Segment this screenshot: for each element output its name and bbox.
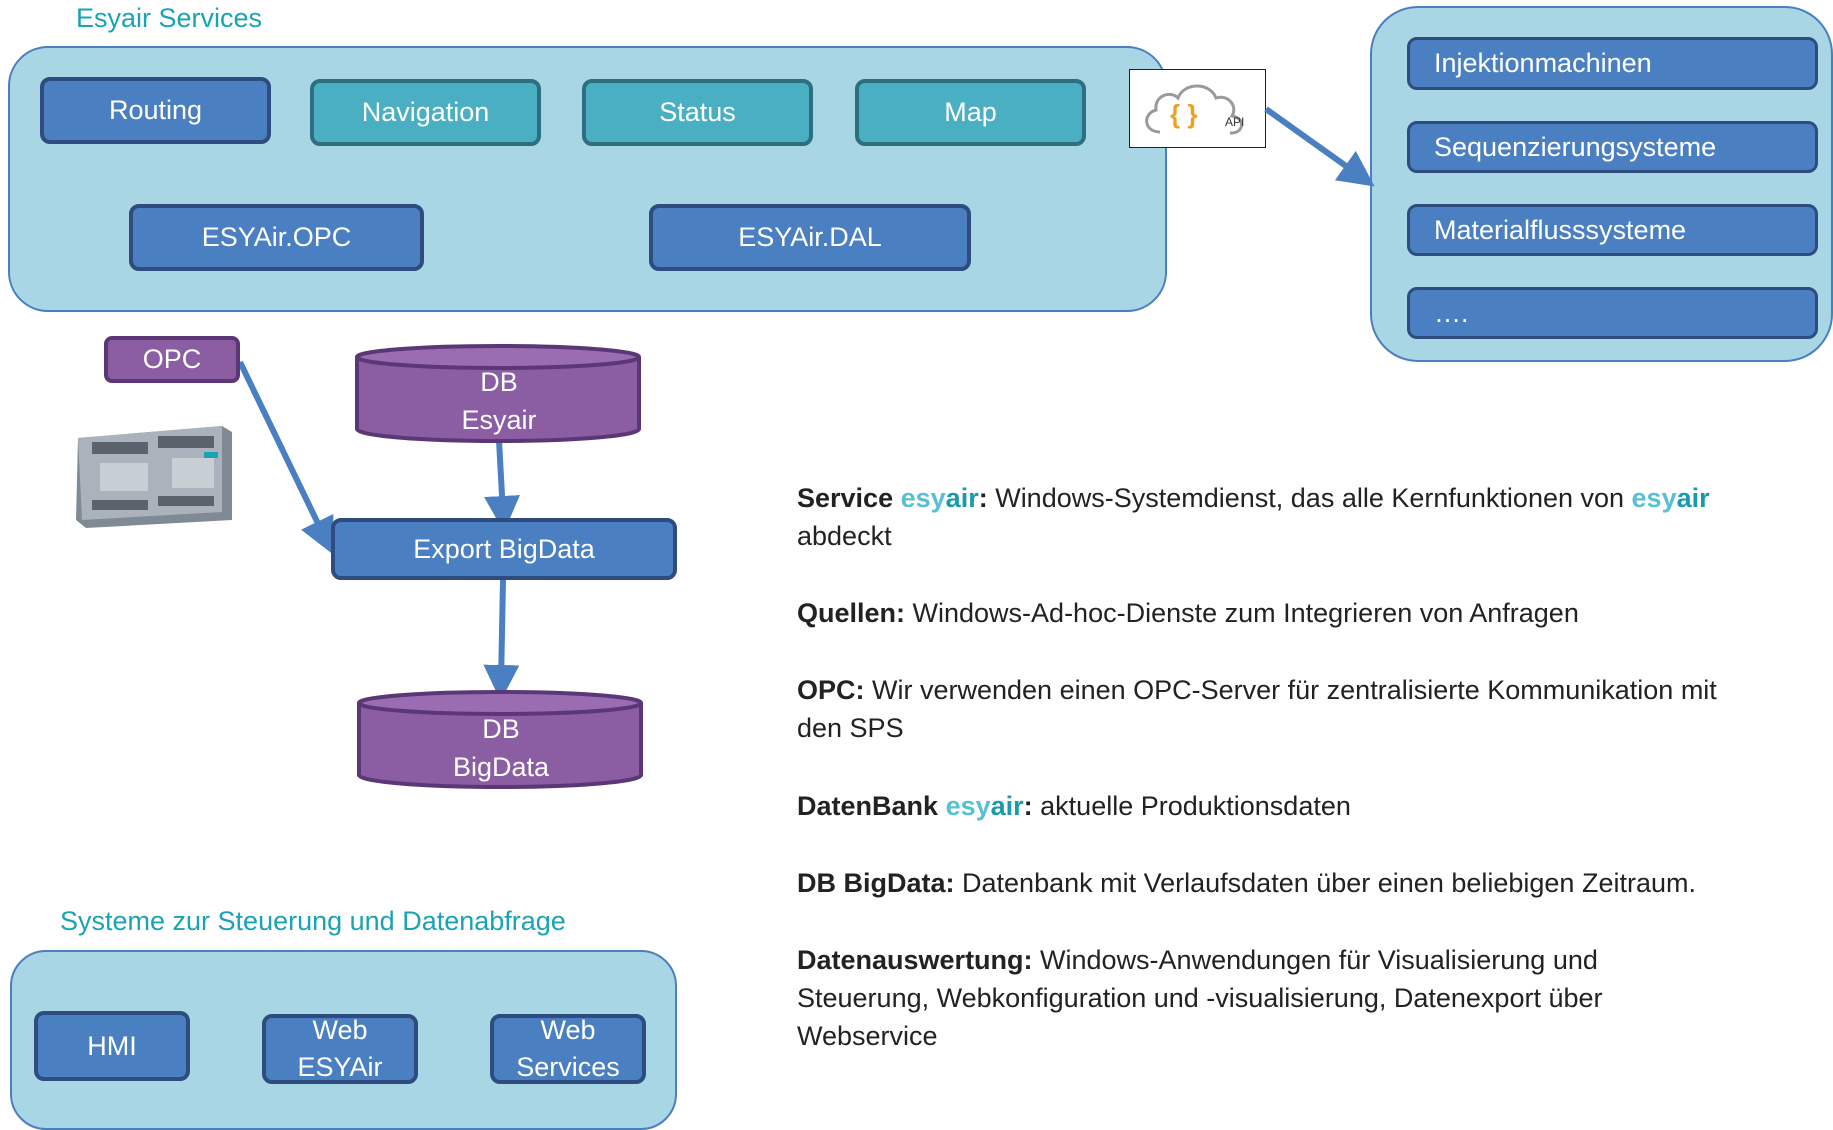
control-systems-title: Systeme zur Steuerung und Datenabfrage	[60, 906, 566, 936]
desc-bigdata-text: Datenbank mit Verlaufsdaten über einen b…	[954, 868, 1696, 898]
esyair-services-title: Esyair Services	[76, 3, 263, 33]
web-esyair-button[interactable]: Web ESYAir	[262, 1014, 418, 1084]
db-esyair-line1: DB	[480, 367, 518, 397]
api-to-external-arrow	[1264, 106, 1375, 187]
web-services-line2: Services	[516, 1052, 620, 1082]
web-esyair-line1: Web	[312, 1015, 368, 1045]
brand-air-3: air	[990, 791, 1024, 821]
map-button[interactable]: Map	[855, 79, 1086, 146]
desc-datenbank: DatenBank esyair: aktuelle Produktionsda…	[797, 787, 1797, 825]
sequenzierungsysteme-item[interactable]: Sequenzierungsysteme	[1407, 121, 1818, 173]
brand-esy: esy	[900, 483, 946, 513]
desc-bigdata: DB BigData: Datenbank mit Verlaufsdaten …	[797, 864, 1797, 902]
desc-service-tail: abdeckt	[797, 521, 892, 551]
routing-button[interactable]: Routing	[40, 77, 271, 144]
web-services-button[interactable]: Web Services	[490, 1014, 646, 1084]
desc-opc-text: Wir verwenden einen OPC-Server für zentr…	[797, 675, 1717, 743]
desc-opc-term: OPC:	[797, 675, 865, 705]
web-services-line1: Web	[540, 1015, 596, 1045]
db-esyair-label: DB Esyair	[354, 363, 644, 439]
db-bigdata-label: DB BigData	[356, 710, 646, 786]
materialflusssysteme-item[interactable]: Materialflusssysteme	[1407, 204, 1818, 256]
plc-device-icon	[76, 426, 232, 528]
navigation-button[interactable]: Navigation	[310, 79, 541, 146]
desc-auswertung-term: Datenauswertung:	[797, 945, 1033, 975]
api-cloud-icon: { } API	[1129, 69, 1266, 148]
desc-datenbank-text: aktuelle Produktionsdaten	[1032, 791, 1351, 821]
cloud-icon: { } API	[1145, 84, 1244, 135]
injektionmachinen-item[interactable]: Injektionmachinen	[1407, 37, 1818, 90]
desc-quellen-term: Quellen:	[797, 598, 906, 628]
desc-auswertung: Datenauswertung: Windows-Anwendungen für…	[797, 941, 1717, 1055]
desc-bigdata-term: DB BigData:	[797, 868, 955, 898]
desc-service-term: Service	[797, 483, 894, 513]
desc-quellen-text: Windows-Ad-hoc-Dienste zum Integrieren v…	[905, 598, 1579, 628]
hmi-button[interactable]: HMI	[34, 1011, 190, 1081]
status-button[interactable]: Status	[582, 79, 813, 146]
db-bigdata-line2: BigData	[452, 752, 550, 782]
desc-quellen: Quellen: Windows-Ad-hoc-Dienste zum Inte…	[797, 594, 1797, 632]
brand-esy-3: esy	[945, 791, 991, 821]
opc-tag: OPC	[104, 336, 240, 383]
desc-datenbank-colon: :	[1023, 791, 1033, 821]
esyair-dal-button[interactable]: ESYAir.DAL	[649, 204, 971, 271]
db-esyair-cylinder	[355, 344, 641, 443]
esyair-opc-button[interactable]: ESYAir.OPC	[129, 204, 424, 271]
brand-esy-2: esy	[1631, 483, 1677, 513]
svg-text:{ }: { }	[1170, 99, 1197, 129]
export-to-db-bigdata-arrow	[483, 579, 520, 701]
desc-auswertung-text: Windows-Anwendungen für Visualisierung u…	[797, 945, 1603, 1051]
web-esyair-line2: ESYAir	[297, 1052, 383, 1082]
desc-datenbank-term: DatenBank	[797, 791, 939, 821]
brand-air-2: air	[1676, 483, 1710, 513]
more-systems-item[interactable]: ….	[1407, 287, 1818, 339]
opc-to-export-arrow	[237, 360, 334, 555]
brand-air: air	[945, 483, 979, 513]
desc-service: Service esyair: Windows-Systemdienst, da…	[797, 479, 1797, 555]
export-bigdata-button[interactable]: Export BigData	[331, 518, 677, 580]
api-label: API	[1225, 115, 1244, 129]
desc-service-text: Windows-Systemdienst, das alle Kernfunkt…	[987, 483, 1632, 513]
desc-service-colon: :	[978, 483, 988, 513]
db-esyair-line2: Esyair	[461, 405, 537, 435]
db-bigdata-line1: DB	[482, 714, 520, 744]
desc-opc: OPC: Wir verwenden einen OPC-Server für …	[797, 671, 1767, 747]
db-esyair-to-export-arrow	[484, 439, 521, 532]
db-bigdata-cylinder	[357, 690, 643, 789]
